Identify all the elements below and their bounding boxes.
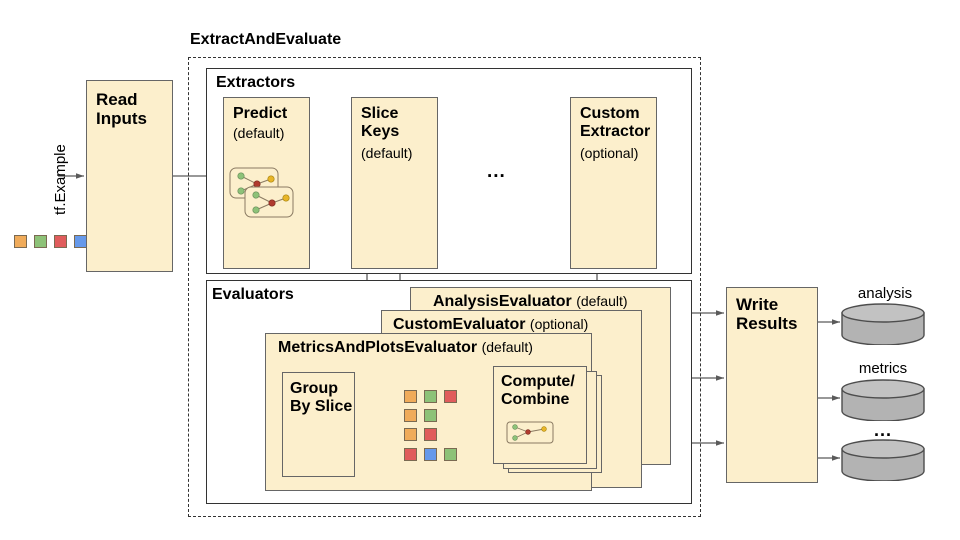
slice-keys-title: Slice Keys xyxy=(361,105,400,140)
custom-extractor-title: Custom Extractor xyxy=(580,105,651,140)
pipeline-label: ExtractAndEvaluate xyxy=(190,31,342,48)
extractors-ellipsis: ... xyxy=(487,161,506,182)
swatch-orange xyxy=(14,235,27,248)
slice-swatch xyxy=(404,409,417,422)
slice-keys-subtitle: (default) xyxy=(361,145,413,161)
swatch-green xyxy=(34,235,47,248)
output-label-more: ... xyxy=(873,420,892,440)
group-by-slice-box[interactable]: Group By Slice xyxy=(282,372,355,477)
model-graph-icon xyxy=(229,167,294,218)
custom-evaluator-subtitle: (optional) xyxy=(529,316,589,332)
slice-swatch xyxy=(424,448,437,461)
input-label: tf.Example xyxy=(52,144,69,215)
slice-swatch xyxy=(404,428,417,441)
metrics-evaluator-title: MetricsAndPlotsEvaluator xyxy=(278,339,478,356)
database-cylinder-icon xyxy=(841,379,925,421)
output-label-analysis: analysis xyxy=(857,285,913,302)
custom-extractor-subtitle: (optional) xyxy=(580,145,639,161)
database-cylinder-icon xyxy=(841,303,925,345)
read-inputs-title: Read Inputs xyxy=(96,90,147,129)
compute-combine-title: Compute/ Combine xyxy=(501,373,575,408)
custom-evaluator-header: CustomEvaluator (optional) xyxy=(393,316,588,334)
slice-swatch xyxy=(444,448,457,461)
analysis-evaluator-subtitle: (default) xyxy=(576,293,628,309)
extractor-custom-box[interactable]: Custom Extractor (optional) xyxy=(570,97,657,269)
compute-combine-box[interactable]: Compute/ Combine xyxy=(493,366,587,464)
extractor-predict-box[interactable]: Predict (default) xyxy=(223,97,310,269)
output-label-metrics: metrics xyxy=(858,360,908,377)
extract-and-evaluate-region xyxy=(188,57,701,517)
model-graph-icon xyxy=(506,421,554,444)
slice-swatch xyxy=(424,428,437,441)
group-by-slice-title: Group By Slice xyxy=(290,380,353,415)
evaluators-label: Evaluators xyxy=(212,286,294,303)
swatch-red xyxy=(54,235,67,248)
slice-swatch xyxy=(404,390,417,403)
predict-title: Predict xyxy=(233,105,288,122)
write-results-title: Write Results xyxy=(736,295,798,334)
metrics-evaluator-subtitle: (default) xyxy=(481,339,533,355)
write-results-box[interactable]: Write Results xyxy=(726,287,818,483)
analysis-evaluator-title: AnalysisEvaluator xyxy=(433,293,572,310)
slice-swatch xyxy=(424,409,437,422)
slice-swatch xyxy=(424,390,437,403)
custom-evaluator-title: CustomEvaluator xyxy=(393,316,526,333)
slice-swatch xyxy=(404,448,417,461)
read-inputs-box[interactable]: Read Inputs xyxy=(86,80,173,272)
extractors-label: Extractors xyxy=(216,74,296,91)
slice-swatch xyxy=(444,390,457,403)
metrics-evaluator-header: MetricsAndPlotsEvaluator (default) xyxy=(278,339,533,357)
extractor-slice-keys-box[interactable]: Slice Keys (default) xyxy=(351,97,438,269)
predict-subtitle: (default) xyxy=(233,125,285,141)
database-cylinder-icon xyxy=(841,439,925,481)
analysis-evaluator-header: AnalysisEvaluator (default) xyxy=(433,293,628,311)
